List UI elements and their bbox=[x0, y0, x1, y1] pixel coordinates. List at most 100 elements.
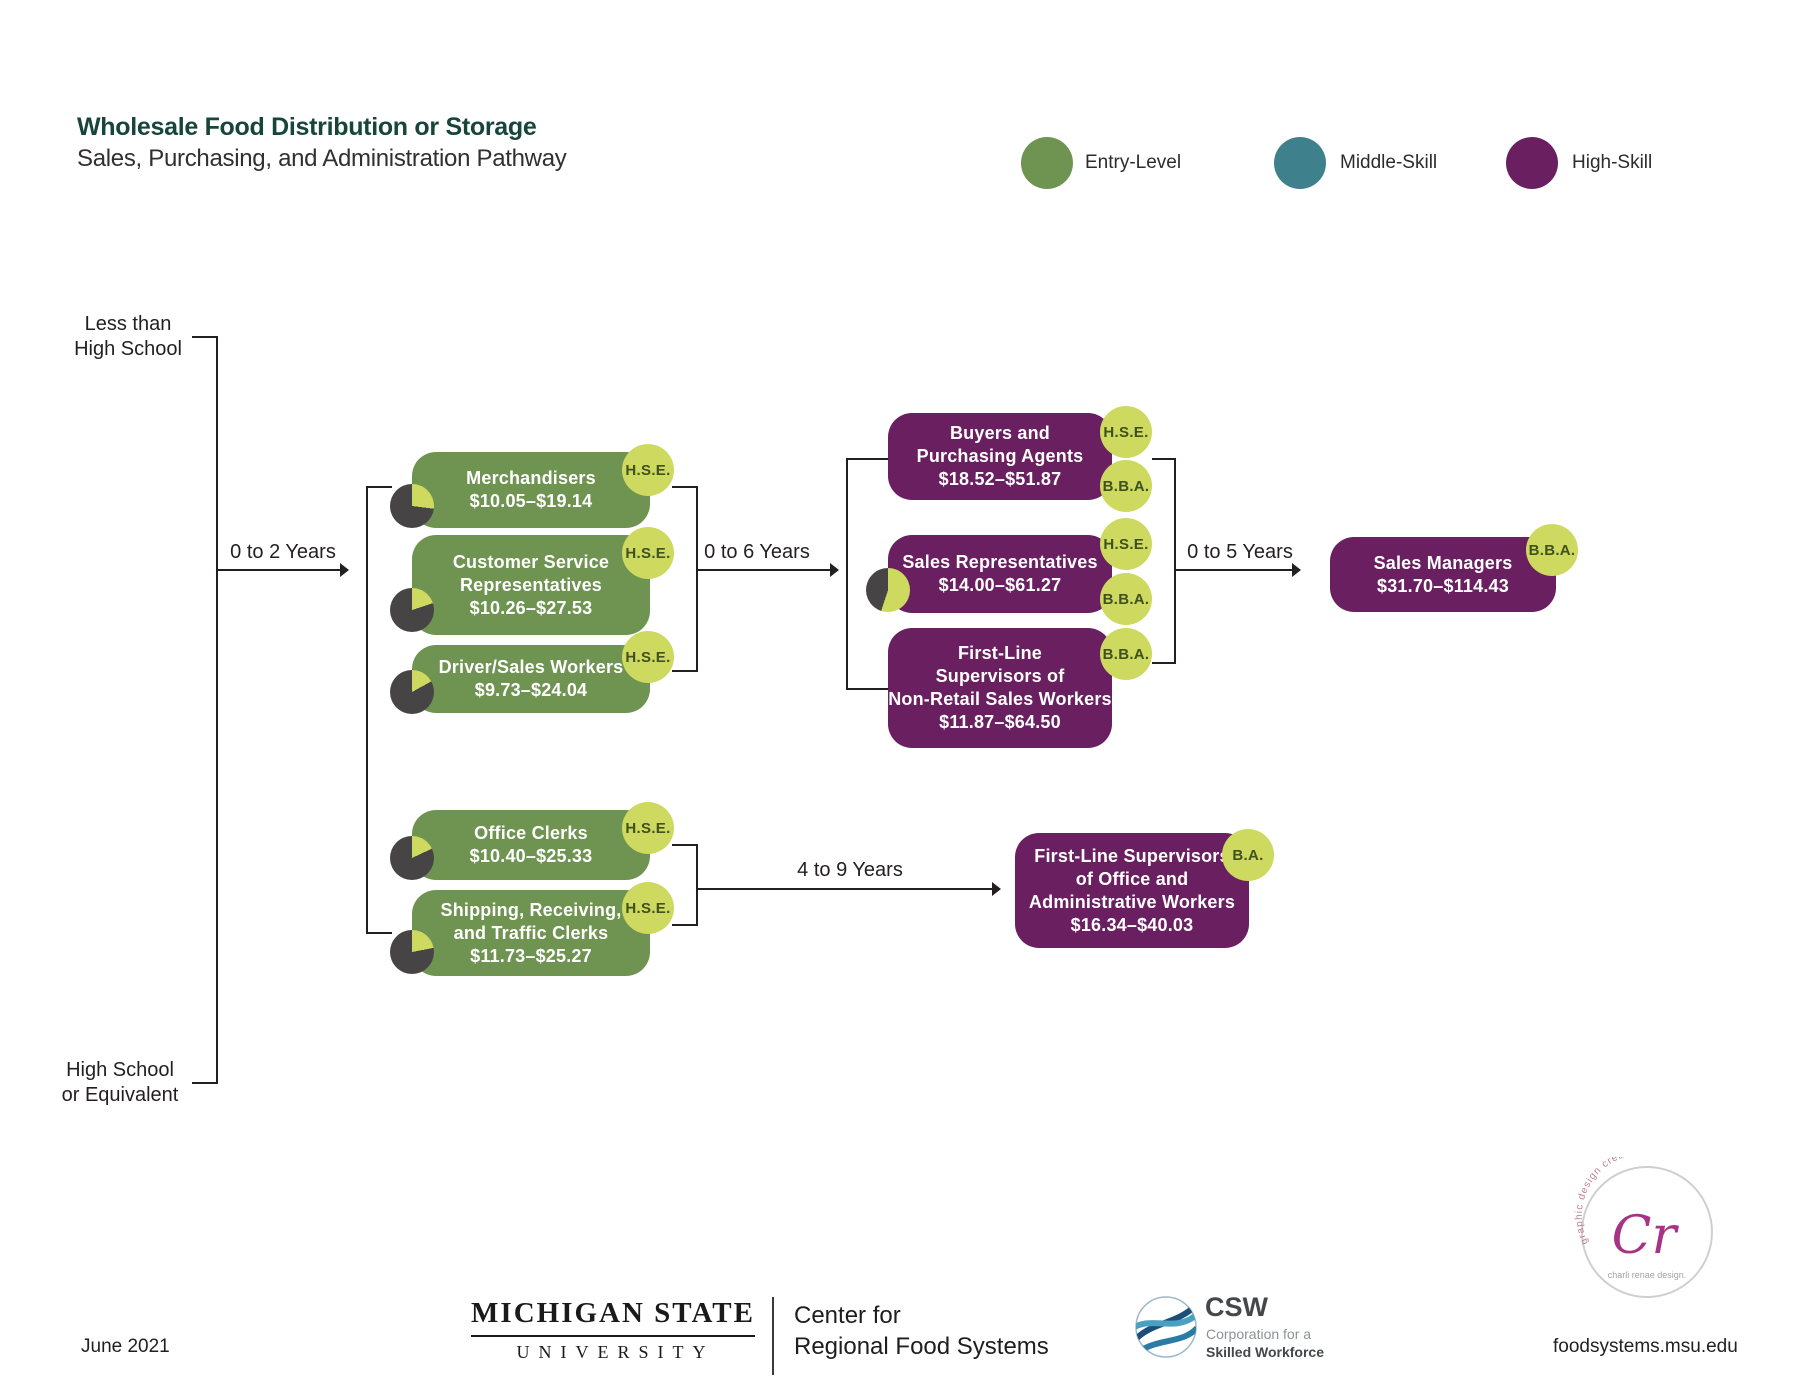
job-wage-range: $10.26–$27.53 bbox=[469, 597, 593, 618]
arrow-0-2-years-shaft bbox=[218, 569, 340, 571]
page-title: Wholesale Food Distribution or Storage bbox=[77, 113, 537, 141]
pie-chart-merchandisers bbox=[390, 484, 434, 528]
education-rail-line bbox=[216, 336, 218, 1084]
job-title: Office Clerks bbox=[474, 823, 588, 843]
job-box-shipping-receiving-traffic-clerks: Shipping, Receiving, and Traffic Clerks$… bbox=[412, 890, 650, 976]
arrow-0-2-years-head bbox=[340, 563, 349, 577]
msu-wordmark-university: UNIVERSITY bbox=[516, 1342, 715, 1362]
rail-top-connector-line bbox=[192, 336, 218, 338]
footer-divider bbox=[772, 1297, 774, 1375]
transition-label-0-2-years: 0 to 2 Years bbox=[230, 541, 336, 563]
office-clerks-connector-line bbox=[672, 844, 698, 846]
credential-badge-hse: H.S.E. bbox=[622, 882, 674, 934]
job-title: First-Line Supervisors of Non-Retail Sal… bbox=[888, 643, 1112, 709]
job-wage-range: $18.52–$51.87 bbox=[938, 469, 1062, 489]
job-wage-range: $10.05–$19.14 bbox=[469, 491, 593, 511]
page-subtitle: Sales, Purchasing, and Administration Pa… bbox=[77, 145, 567, 172]
job-box-first-line-supervisors-non-retail: First-Line Supervisors of Non-Retail Sal… bbox=[888, 628, 1112, 748]
csw-tagline-line1: Corporation for a bbox=[1206, 1326, 1312, 1342]
job-wage-range: $31.70–$114.43 bbox=[1377, 575, 1509, 596]
pie-chart-sales-representatives bbox=[866, 568, 910, 612]
legend-label-high-skill: High-Skill bbox=[1572, 152, 1653, 173]
job-box-sales-managers: Sales Managers$31.70–$114.43 bbox=[1330, 537, 1556, 612]
high-cluster-right-bracket-line bbox=[1174, 458, 1176, 664]
website-url: foodsystems.msu.edu bbox=[1553, 1336, 1738, 1357]
design-credit-monogram: Cr bbox=[1612, 1206, 1680, 1266]
job-wage-range: $9.73–$24.04 bbox=[474, 680, 588, 700]
design-credit-name: charli renae design. bbox=[1608, 1270, 1687, 1280]
lower-bracket-line bbox=[696, 844, 698, 926]
rail-bottom-connector-line bbox=[192, 1082, 218, 1084]
pie-chart-shipping-clerks bbox=[390, 930, 434, 974]
job-wage-range: $10.40–$25.33 bbox=[469, 846, 593, 866]
transition-label-4-9-years: 4 to 9 Years bbox=[797, 859, 903, 881]
credential-badge-bba: B.B.A. bbox=[1100, 573, 1152, 625]
publication-date: June 2021 bbox=[81, 1336, 170, 1357]
credential-badge-hse: H.S.E. bbox=[622, 527, 674, 579]
legend-swatch-entry-level bbox=[1021, 137, 1073, 189]
arrow-4-9-years-head bbox=[992, 882, 1001, 896]
credential-badge-hse: H.S.E. bbox=[1100, 518, 1152, 570]
pie-chart-driver-sales bbox=[390, 670, 434, 714]
legend-swatch-high-skill bbox=[1506, 137, 1558, 189]
entry-bracket-stub-bottom bbox=[368, 932, 392, 934]
job-box-customer-service-representatives: Customer Service Representatives$10.26–$… bbox=[412, 535, 650, 635]
transition-label-0-5-years: 0 to 5 Years bbox=[1187, 541, 1293, 563]
arrow-0-5-years-shaft bbox=[1176, 569, 1292, 571]
job-box-sales-representatives: Sales Representatives $14.00–$61.27 bbox=[888, 535, 1112, 613]
legend-label-entry-level: Entry-Level bbox=[1085, 152, 1182, 173]
mid-bracket-line bbox=[696, 486, 698, 672]
shipping-connector-line bbox=[672, 924, 698, 926]
center-for-regional-food-systems-label: Center for Regional Food Systems bbox=[794, 1302, 1049, 1360]
job-wage-range: $14.00–$61.27 bbox=[938, 575, 1062, 595]
pie-chart-customer-service bbox=[390, 588, 434, 632]
education-level-less-than-high-school: Less than High School bbox=[74, 313, 182, 360]
msu-logo: MICHIGAN STATE UNIVERSITY bbox=[467, 1297, 759, 1363]
job-box-first-line-supervisors-office-admin: First-Line Supervisors of Office and Adm… bbox=[1015, 833, 1249, 948]
job-wage-range: $11.73–$25.27 bbox=[470, 945, 592, 966]
entry-bracket-stub-top bbox=[368, 486, 392, 488]
high-cluster-left-bracket-line bbox=[846, 458, 848, 690]
job-box-merchandisers: Merchandisers $10.05–$19.14 bbox=[412, 452, 650, 528]
msu-wordmark: MICHIGAN STATE bbox=[471, 1297, 755, 1337]
job-title: Merchandisers bbox=[466, 468, 596, 488]
job-title: Sales Representatives bbox=[902, 552, 1098, 572]
job-box-driver-sales-workers: Driver/Sales Workers $9.73–$24.04 bbox=[412, 645, 650, 713]
credential-badge-hse: H.S.E. bbox=[622, 444, 674, 496]
job-title: Driver/Sales Workers bbox=[438, 657, 624, 677]
job-title: Shipping, Receiving, and Traffic Clerks bbox=[440, 899, 622, 943]
csw-globe-icon bbox=[1133, 1294, 1199, 1365]
first-line-nonretail-connector-line bbox=[1152, 662, 1176, 664]
buyers-connector-line bbox=[1152, 458, 1176, 460]
job-wage-range: $11.87–$64.50 bbox=[939, 712, 1061, 732]
csw-wordmark: CSW bbox=[1205, 1292, 1268, 1322]
job-title: First-Line Supervisors of Office and Adm… bbox=[1028, 845, 1236, 912]
arrow-0-5-years-head bbox=[1292, 563, 1301, 577]
high-left-stub-bottom bbox=[848, 688, 888, 690]
credential-badge-hse: H.S.E. bbox=[622, 631, 674, 683]
merchandisers-connector-line bbox=[672, 486, 698, 488]
credential-badge-ba: B.A. bbox=[1222, 829, 1274, 881]
job-box-buyers-purchasing-agents: Buyers and Purchasing Agents $18.52–$51.8… bbox=[888, 413, 1112, 500]
arrow-4-9-years-shaft bbox=[698, 888, 992, 890]
credential-badge-bba: B.B.A. bbox=[1526, 524, 1578, 576]
job-box-office-clerks: Office Clerks $10.40–$25.33 bbox=[412, 810, 650, 880]
driver-sales-connector-line bbox=[672, 670, 698, 672]
legend-swatch-middle-skill bbox=[1274, 137, 1326, 189]
credential-badge-bba: B.B.A. bbox=[1100, 460, 1152, 512]
pie-chart-office-clerks bbox=[390, 836, 434, 880]
job-title: Buyers and Purchasing Agents bbox=[916, 423, 1084, 466]
job-title: Sales Managers bbox=[1373, 552, 1513, 573]
design-credit-badge: graphic design created by Cr charli rena… bbox=[1572, 1146, 1722, 1312]
csw-tagline-line2: Skilled Workforce bbox=[1206, 1344, 1325, 1360]
arrow-0-6-years-shaft bbox=[698, 569, 830, 571]
legend-label-middle-skill: Middle-Skill bbox=[1340, 152, 1438, 173]
entry-cluster-bracket-line bbox=[366, 486, 368, 934]
education-level-high-school-or-equivalent: High School or Equivalent bbox=[61, 1059, 179, 1106]
arrow-0-6-years-head bbox=[830, 563, 839, 577]
transition-label-0-6-years: 0 to 6 Years bbox=[704, 541, 810, 563]
credential-badge-bba: B.B.A. bbox=[1100, 628, 1152, 680]
credential-badge-hse: H.S.E. bbox=[622, 802, 674, 854]
credential-badge-hse: H.S.E. bbox=[1100, 406, 1152, 458]
